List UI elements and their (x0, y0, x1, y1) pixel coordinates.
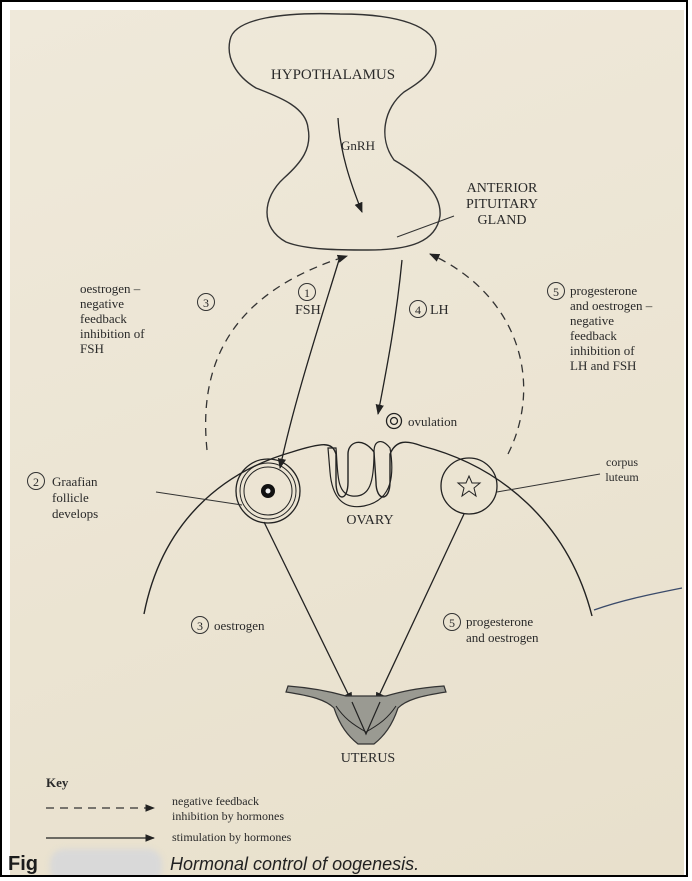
svg-text:negative: negative (570, 313, 614, 328)
svg-text:feedback: feedback (570, 328, 617, 343)
graafian-label: Graafian follicle develops (52, 474, 98, 521)
svg-text:Graafian: Graafian (52, 474, 98, 489)
ovulated-egg (387, 414, 402, 429)
svg-text:luteum: luteum (605, 470, 639, 484)
svg-text:inhibition of: inhibition of (570, 343, 635, 358)
oestrogen-feedback-arc (206, 256, 347, 450)
pituitary-label: PITUITARY (466, 197, 538, 212)
step-circle-oestrogen: 3 (192, 617, 209, 634)
svg-text:and oestrogen: and oestrogen (466, 630, 539, 645)
ovary-outline (144, 442, 592, 616)
gnrh-label: GnRH (341, 138, 375, 153)
graafian-pointer (156, 492, 242, 505)
svg-text:develops: develops (52, 506, 98, 521)
gland-label: GLAND (478, 213, 527, 228)
uterus-shape (286, 686, 446, 744)
svg-text:corpus: corpus (606, 455, 638, 469)
svg-text:3: 3 (203, 296, 209, 310)
svg-text:3: 3 (197, 619, 203, 633)
graafian-follicle (236, 459, 300, 523)
uterus-label: UTERUS (341, 751, 395, 766)
corpus-luteum-pointer (497, 474, 600, 492)
prog-feedback-label: progesterone and oestrogen – negative fe… (570, 283, 653, 373)
svg-text:2: 2 (33, 475, 39, 489)
fsh-label: FSH (295, 303, 321, 318)
svg-text:progesterone: progesterone (466, 614, 533, 629)
key-title: Key (46, 775, 69, 790)
svg-text:4: 4 (415, 303, 421, 317)
ovary-label: OVARY (346, 513, 393, 528)
step-circle-oestrogen-feedback: 3 (198, 294, 215, 311)
gnrh-arrow (338, 118, 362, 212)
step-circle-lh: 4 (410, 301, 427, 318)
pituitary-pointer-line (397, 216, 454, 237)
corpus-luteum (441, 458, 497, 514)
key-dashed-label-2: inhibition by hormones (172, 809, 284, 823)
caption-fig: Fig (8, 853, 38, 876)
caption-text: Hormonal control of oogenesis. (170, 854, 419, 875)
key-dashed-label-1: negative feedback (172, 794, 259, 808)
caption-redaction (50, 849, 162, 877)
svg-text:5: 5 (553, 285, 559, 299)
step-circle-fsh: 1 (299, 284, 316, 301)
key-solid-label: stimulation by hormones (172, 830, 292, 844)
oestrogen-arrow (264, 522, 352, 702)
step-circle-graafian: 2 (28, 473, 45, 490)
svg-text:negative: negative (80, 296, 124, 311)
step-circle-prog-feedback: 5 (548, 283, 565, 300)
svg-text:LH and FSH: LH and FSH (570, 358, 636, 373)
ovulation-label: ovulation (408, 414, 458, 429)
svg-text:FSH: FSH (80, 341, 104, 356)
svg-text:oestrogen –: oestrogen – (80, 281, 141, 296)
prog-oestrogen-label: progesterone and oestrogen (466, 614, 539, 645)
svg-text:inhibition of: inhibition of (80, 326, 145, 341)
ovulation-fold (328, 442, 392, 507)
pen-mark (594, 588, 682, 610)
svg-text:follicle: follicle (52, 490, 89, 505)
lh-label: LH (430, 303, 449, 318)
oestrogen-label: oestrogen (214, 618, 265, 633)
anterior-label: ANTERIOR (467, 181, 538, 196)
hypothalamus-label: HYPOTHALAMUS (271, 67, 395, 83)
step-circle-prog-oestrogen: 5 (444, 614, 461, 631)
svg-text:feedback: feedback (80, 311, 127, 326)
svg-text:and oestrogen –: and oestrogen – (570, 298, 653, 313)
svg-text:progesterone: progesterone (570, 283, 637, 298)
hypothalamus-pituitary-outline (229, 14, 440, 250)
svg-text:5: 5 (449, 616, 455, 630)
progesterone-arrow (376, 514, 464, 702)
svg-text:1: 1 (304, 286, 310, 300)
lh-arrow (378, 260, 402, 414)
corpus-luteum-label: corpus luteum (605, 455, 639, 484)
oestrogen-feedback-label: oestrogen – negative feedback inhibition… (80, 281, 145, 356)
